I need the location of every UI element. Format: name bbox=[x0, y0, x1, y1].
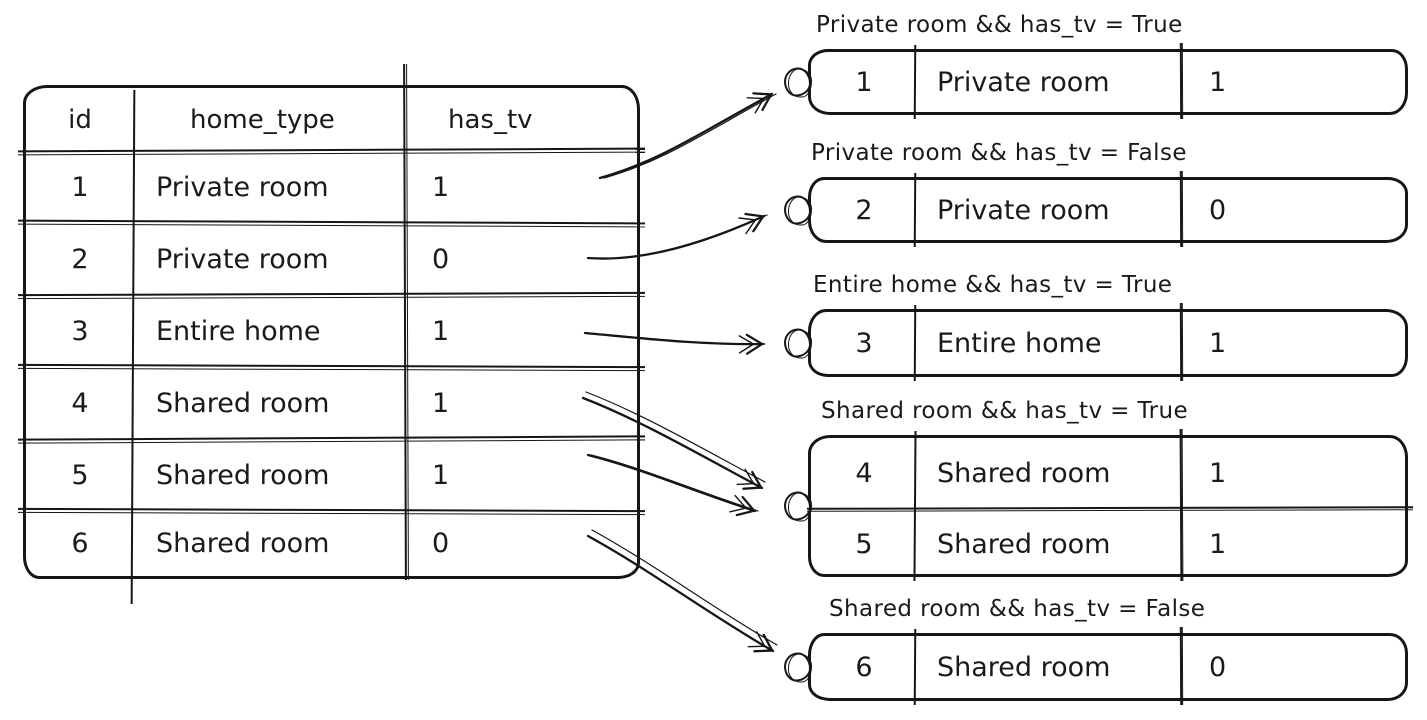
row-divider bbox=[17, 507, 646, 516]
group-cell-id: 4 bbox=[855, 458, 873, 489]
group-cell-home-type: Shared room bbox=[937, 651, 1111, 683]
group-cell-home-type: Entire home bbox=[937, 327, 1102, 359]
table-cell-has-tv: 1 bbox=[432, 171, 450, 203]
group-cell-has-tv: 1 bbox=[1209, 529, 1227, 560]
partition-box: 1 Private room 1 bbox=[784, 42, 1408, 120]
table-cell-home-type: Private room bbox=[156, 171, 329, 203]
partition-group-shared-room-false: Shared room && has_tv = False 6 Shared r… bbox=[784, 596, 1408, 706]
group-cell-home-type: Private room bbox=[937, 194, 1110, 226]
partition-condition-label: Entire home && has_tv = True bbox=[813, 272, 1173, 298]
partition-condition-label: Private room && has_tv = True bbox=[816, 12, 1183, 38]
table-cell-has-tv: 1 bbox=[432, 315, 450, 347]
table-cell-home-type: Shared room bbox=[156, 459, 330, 491]
table-cell-id: 5 bbox=[71, 459, 89, 491]
arrow-target-circle-icon bbox=[784, 195, 812, 226]
table-cell-has-tv: 1 bbox=[432, 387, 450, 419]
group-cell-has-tv: 1 bbox=[1209, 66, 1227, 98]
group-cell-id: 5 bbox=[855, 529, 873, 560]
row-divider bbox=[17, 147, 646, 156]
group-cell-id: 6 bbox=[855, 651, 873, 683]
group-cell-home-type: Shared room bbox=[937, 458, 1111, 489]
group-cell-home-type: Shared room bbox=[937, 529, 1111, 560]
table-cell-has-tv: 0 bbox=[432, 243, 450, 275]
partition-box: 4 Shared room 1 5 Shared room 1 bbox=[784, 428, 1414, 582]
partition-group-shared-room-true: Shared room && has_tv = True 4 Shared ro… bbox=[784, 398, 1414, 582]
group-cell-id: 1 bbox=[855, 66, 873, 98]
table-cell-home-type: Shared room bbox=[156, 387, 330, 419]
row-divider bbox=[17, 435, 646, 444]
group-cell-has-tv: 1 bbox=[1209, 327, 1227, 359]
table-cell-has-tv: 1 bbox=[432, 459, 450, 491]
column-divider bbox=[130, 89, 138, 605]
column-header-home-type: home_type bbox=[190, 104, 335, 135]
arrow-target-circle-icon bbox=[784, 67, 812, 98]
group-cell-id: 3 bbox=[855, 327, 873, 359]
table-cell-id: 2 bbox=[71, 243, 89, 275]
partition-box: 3 Entire home 1 bbox=[784, 302, 1408, 382]
row-divider bbox=[17, 219, 646, 228]
partition-condition-label: Shared room && has_tv = False bbox=[829, 596, 1206, 622]
group-cell-id: 2 bbox=[855, 194, 873, 226]
row-divider bbox=[17, 291, 646, 300]
column-header-id: id bbox=[68, 104, 92, 135]
group-cell-has-tv: 1 bbox=[1209, 458, 1227, 489]
row-divider bbox=[806, 506, 1414, 512]
partition-group-private-room-false: Private room && has_tv = False 2 Private… bbox=[784, 140, 1408, 248]
arrow-target-circle-icon bbox=[784, 491, 812, 522]
partition-condition-label: Private room && has_tv = False bbox=[811, 140, 1187, 166]
table-cell-id: 1 bbox=[71, 171, 89, 203]
table-cell-id: 3 bbox=[71, 315, 89, 347]
table-cell-home-type: Private room bbox=[156, 243, 329, 275]
partition-group-private-room-true: Private room && has_tv = True 1 Private … bbox=[784, 12, 1408, 120]
group-cell-has-tv: 0 bbox=[1209, 194, 1227, 226]
table-cell-has-tv: 0 bbox=[432, 528, 450, 559]
group-cell-has-tv: 0 bbox=[1209, 651, 1227, 683]
source-table: id home_type has_tv 1 Private room 1 2 P… bbox=[17, 63, 646, 605]
table-cell-id: 6 bbox=[71, 528, 89, 559]
row-divider bbox=[17, 363, 646, 372]
partition-box: 2 Private room 0 bbox=[784, 170, 1408, 248]
partition-box: 6 Shared room 0 bbox=[784, 626, 1408, 706]
partition-group-entire-home-true: Entire home && has_tv = True 3 Entire ho… bbox=[784, 272, 1408, 382]
arrow-target-circle-icon bbox=[784, 328, 812, 359]
column-header-has-tv: has_tv bbox=[448, 104, 533, 135]
table-cell-home-type: Entire home bbox=[156, 315, 321, 347]
partition-condition-label: Shared room && has_tv = True bbox=[821, 398, 1189, 424]
table-cell-home-type: Shared room bbox=[156, 528, 330, 559]
table-cell-id: 4 bbox=[71, 387, 89, 419]
arrow-target-circle-icon bbox=[784, 652, 812, 683]
group-cell-home-type: Private room bbox=[937, 66, 1110, 98]
